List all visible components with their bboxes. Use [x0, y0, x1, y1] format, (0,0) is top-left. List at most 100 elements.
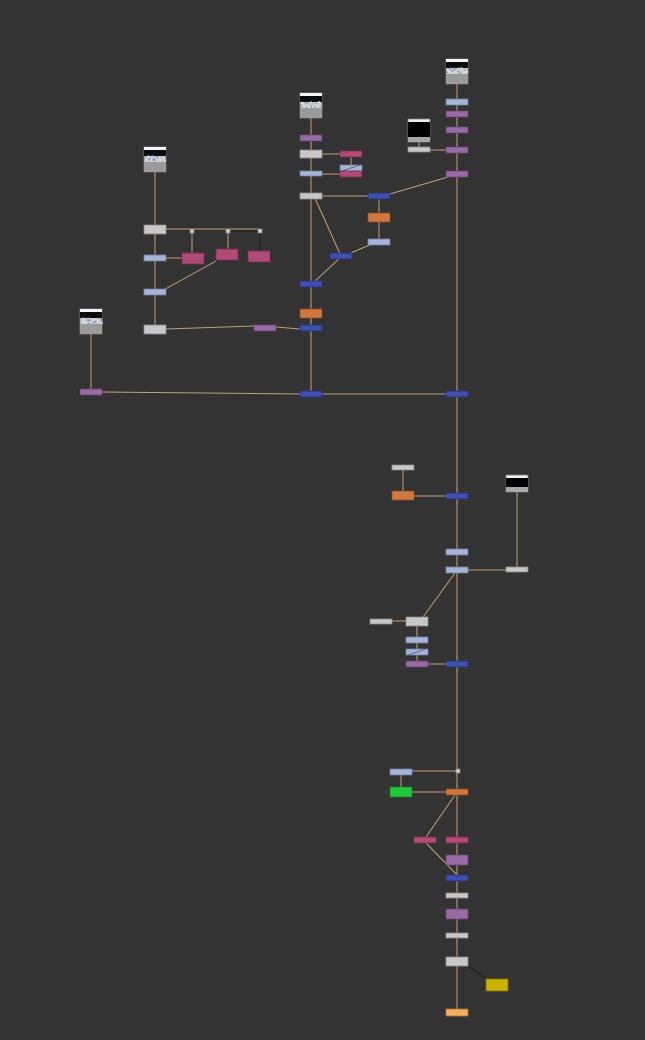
dot-node[interactable]: [455, 768, 461, 774]
colorcorrect-node[interactable]: [445, 854, 469, 866]
merge-node[interactable]: [299, 280, 323, 288]
colorcorrect-node[interactable]: [445, 126, 469, 134]
write-node-body: [445, 1008, 469, 1017]
grade-node[interactable]: [215, 248, 239, 261]
merge-node[interactable]: [445, 660, 469, 668]
noop-node[interactable]: [445, 956, 469, 967]
transform-node[interactable]: [143, 254, 167, 262]
colorcorrect-node[interactable]: [299, 134, 323, 142]
pipe[interactable]: [422, 572, 456, 618]
mask-pipe[interactable]: [467, 965, 487, 979]
transform-node[interactable]: [339, 164, 363, 172]
noop-node-body: [299, 149, 323, 159]
noop-node[interactable]: [505, 566, 529, 573]
merge-node[interactable]: [445, 874, 469, 882]
grade-node[interactable]: [413, 836, 437, 844]
transform-node[interactable]: [299, 170, 323, 177]
pipe[interactable]: [425, 842, 459, 877]
noop-node[interactable]: [299, 192, 323, 200]
transform-node[interactable]: [405, 636, 429, 644]
transform-node-body: [389, 768, 413, 776]
read-node[interactable]: [299, 92, 323, 119]
constant-node-body: [408, 137, 430, 142]
dot-node[interactable]: [189, 228, 195, 234]
colorcorrect-node[interactable]: [253, 324, 277, 332]
transform-node[interactable]: [405, 648, 429, 656]
merge-node[interactable]: [445, 390, 469, 398]
pipe[interactable]: [159, 260, 217, 293]
disabled-cross-icon: [407, 648, 427, 656]
grade-node[interactable]: [339, 170, 363, 178]
colorcorrect-node[interactable]: [445, 110, 469, 118]
write-node[interactable]: [445, 1008, 469, 1017]
dot-node[interactable]: [257, 228, 263, 234]
viewer-node[interactable]: [485, 978, 509, 992]
thumbnail-scatter: [145, 155, 167, 162]
keyer-node[interactable]: [389, 786, 413, 798]
pipe[interactable]: [425, 794, 456, 838]
read-node-body: [80, 324, 102, 334]
colorcorrect-node[interactable]: [79, 388, 103, 396]
noop-node[interactable]: [445, 932, 469, 939]
pipe[interactable]: [313, 195, 342, 257]
merge-node[interactable]: [329, 252, 353, 260]
merge-node-body: [299, 324, 323, 332]
grade-node[interactable]: [339, 150, 363, 158]
noop-node[interactable]: [391, 464, 415, 471]
noop-node[interactable]: [405, 616, 429, 627]
pipe[interactable]: [389, 176, 449, 195]
blur-node-body: [391, 490, 415, 501]
constant-node[interactable]: [505, 474, 529, 493]
pipe[interactable]: [313, 257, 341, 283]
blur-node[interactable]: [367, 212, 391, 223]
constant-node[interactable]: [407, 118, 431, 143]
constant-node-body: [506, 487, 528, 492]
noop-node-body: [445, 932, 469, 939]
colorcorrect-node[interactable]: [445, 170, 469, 178]
noop-node[interactable]: [407, 146, 431, 153]
noop-node[interactable]: [369, 618, 393, 625]
colorcorrect-node[interactable]: [445, 908, 469, 920]
blur-node-body: [445, 788, 469, 796]
merge-node[interactable]: [445, 492, 469, 500]
thumbnail-top-strip: [300, 93, 322, 96]
thumbnail-top-strip: [80, 309, 102, 312]
colorcorrect-node[interactable]: [445, 146, 469, 154]
noop-node[interactable]: [143, 224, 167, 235]
noop-node[interactable]: [143, 324, 167, 335]
noop-node[interactable]: [299, 149, 323, 159]
pipe[interactable]: [275, 326, 301, 330]
transform-node[interactable]: [143, 288, 167, 296]
blur-node[interactable]: [391, 490, 415, 501]
transform-node[interactable]: [367, 238, 391, 246]
blur-node[interactable]: [445, 788, 469, 796]
merge-node[interactable]: [367, 192, 391, 200]
merge-node-body: [445, 492, 469, 500]
transform-node[interactable]: [445, 548, 469, 556]
read-node[interactable]: [79, 308, 103, 335]
colorcorrect-node-body: [299, 134, 323, 142]
grade-node[interactable]: [181, 252, 205, 265]
grade-node[interactable]: [445, 836, 469, 844]
read-node[interactable]: [445, 58, 469, 85]
noop-node[interactable]: [445, 892, 469, 899]
pipe[interactable]: [101, 391, 301, 395]
transform-node-body: [445, 548, 469, 556]
merge-node[interactable]: [299, 324, 323, 332]
transform-node[interactable]: [445, 566, 469, 574]
blur-node-body: [299, 308, 323, 319]
transform-node[interactable]: [389, 768, 413, 776]
colorcorrect-node[interactable]: [405, 660, 429, 668]
merge-node-body: [329, 252, 353, 260]
thumbnail-band: [144, 150, 166, 156]
read-node[interactable]: [143, 146, 167, 173]
noop-node-body: [445, 956, 469, 967]
blur-node[interactable]: [299, 308, 323, 319]
colorcorrect-node-body: [445, 146, 469, 154]
pipe[interactable]: [165, 325, 255, 330]
dot-node[interactable]: [225, 228, 231, 234]
merge-node[interactable]: [299, 390, 323, 398]
grade-node[interactable]: [247, 250, 271, 263]
transform-node[interactable]: [445, 98, 469, 106]
